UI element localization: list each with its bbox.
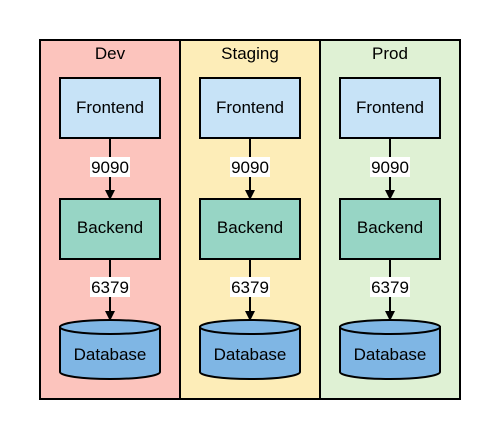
backend-node-staging: [199, 198, 301, 260]
frontend-label-dev: Frontend: [76, 98, 144, 117]
port-label-bg-staging-2: [230, 277, 270, 297]
env-column-prod: Prod Frontend 9090 Backend 6379 Database: [319, 39, 461, 400]
frontend-node-prod: [339, 77, 441, 139]
port-label-staging-2: 6379: [231, 278, 269, 297]
backend-label-dev: Backend: [77, 218, 143, 237]
port-label-prod-2: 6379: [371, 278, 409, 297]
backend-label-prod: Backend: [357, 218, 423, 237]
port-label-prod-1: 9090: [371, 158, 409, 177]
frontend-label-staging: Frontend: [216, 98, 284, 117]
backend-node-dev: [59, 198, 161, 260]
port-label-bg-prod-2: [370, 277, 410, 297]
database-label-staging: Database: [214, 345, 287, 364]
port-label-dev-1: 9090: [91, 158, 129, 177]
port-label-dev-2: 6379: [91, 278, 129, 297]
port-label-bg-dev-1: [90, 157, 130, 177]
port-label-staging-1: 9090: [231, 158, 269, 177]
env-title-prod: Prod: [372, 44, 408, 63]
env-column-dev: Dev Frontend 9090 Backend 6379 Database: [39, 39, 181, 400]
database-label-dev: Database: [74, 345, 147, 364]
frontend-node-staging: [199, 77, 301, 139]
backend-node-prod: [339, 198, 441, 260]
database-label-prod: Database: [354, 345, 427, 364]
port-label-bg-staging-1: [230, 157, 270, 177]
port-label-bg-prod-1: [370, 157, 410, 177]
env-title-staging: Staging: [221, 44, 279, 63]
env-column-staging: Staging Frontend 9090 Backend 6379 Datab…: [179, 39, 321, 400]
database-node-staging: [199, 319, 301, 380]
database-node-dev: [59, 319, 161, 380]
env-title-dev: Dev: [95, 44, 126, 63]
frontend-node-dev: [59, 77, 161, 139]
port-label-bg-dev-2: [90, 277, 130, 297]
backend-label-staging: Backend: [217, 218, 283, 237]
database-node-prod: [339, 319, 441, 380]
frontend-label-prod: Frontend: [356, 98, 424, 117]
